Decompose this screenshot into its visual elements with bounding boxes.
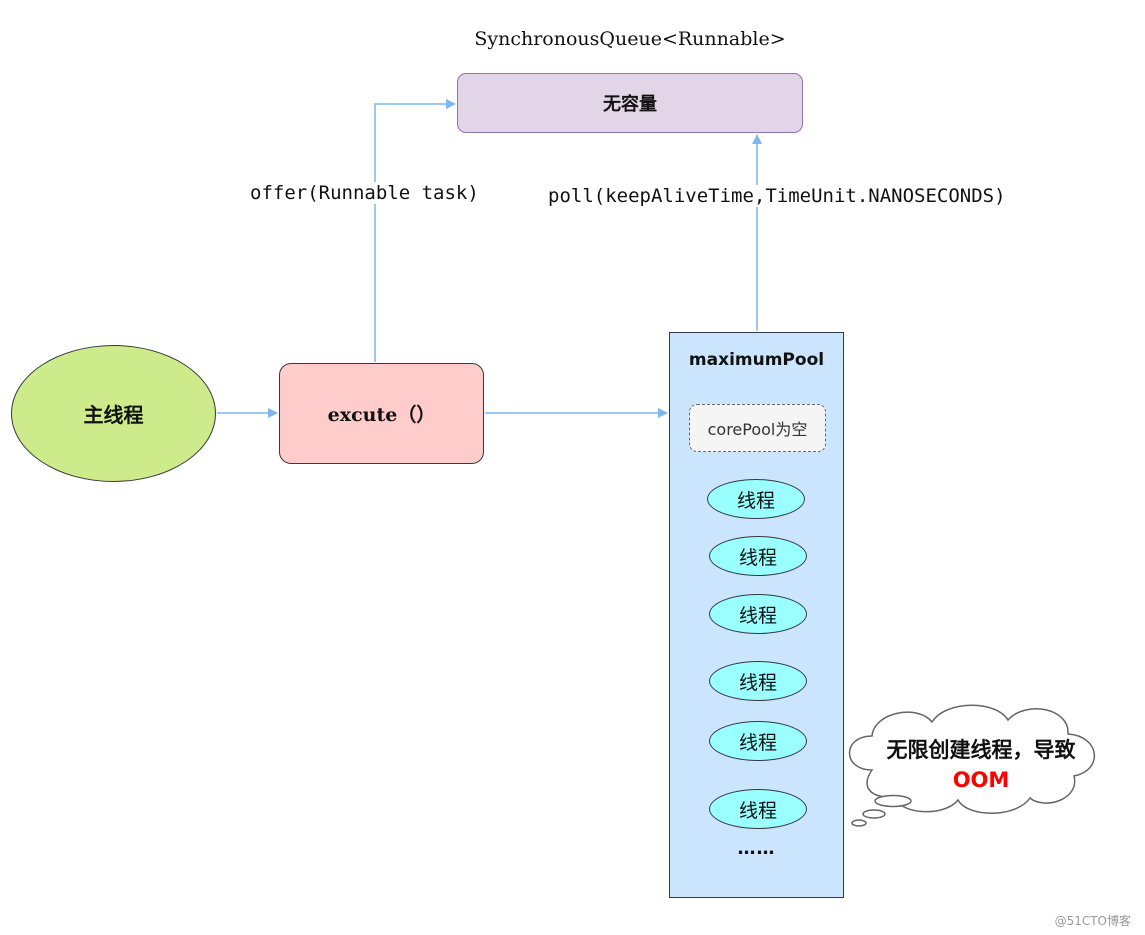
synchronous-queue-node: 无容量: [457, 73, 803, 133]
main-thread-node: 主线程: [11, 345, 216, 482]
callout-oom: OOM: [952, 768, 1010, 792]
execute-label: excute（）: [327, 404, 436, 426]
offer-edge-label: offer(Runnable task): [250, 182, 479, 204]
thread-node: 线程: [709, 661, 807, 701]
cloud-callout-shape: [848, 704, 1095, 827]
thread-node: 线程: [709, 594, 807, 634]
thread-label: 线程: [738, 799, 777, 822]
thread-node: 线程: [709, 789, 807, 829]
thread-node: 线程: [709, 721, 807, 761]
queue-title: SynchronousQueue<Runnable>: [474, 28, 786, 50]
maximum-pool-title: maximumPool: [688, 350, 825, 370]
queue-label: 无容量: [603, 94, 657, 115]
watermark: @51CTO博客: [1054, 914, 1131, 928]
thread-label: 线程: [736, 489, 775, 512]
core-pool-label: corePool为空: [707, 420, 808, 439]
thread-node: 线程: [707, 479, 805, 519]
callout-line-1: 无限创建线程，导致: [886, 738, 1076, 762]
thread-label: 线程: [738, 546, 777, 569]
oom-callout-text: 无限创建线程，导致 OOM: [855, 735, 1107, 795]
execute-node: excute（）: [279, 363, 484, 464]
thread-label: 线程: [738, 671, 777, 694]
main-thread-label: 主线程: [83, 403, 144, 427]
thread-label: 线程: [738, 604, 777, 627]
thread-node: 线程: [709, 536, 807, 576]
poll-edge-label: poll(keepAliveTime,TimeUnit.NANOSECONDS): [548, 185, 1006, 207]
core-pool-node: corePool为空: [689, 404, 826, 452]
more-threads-ellipsis: ……: [737, 838, 776, 859]
edge-offer: [374, 99, 456, 362]
thread-label: 线程: [738, 731, 777, 754]
